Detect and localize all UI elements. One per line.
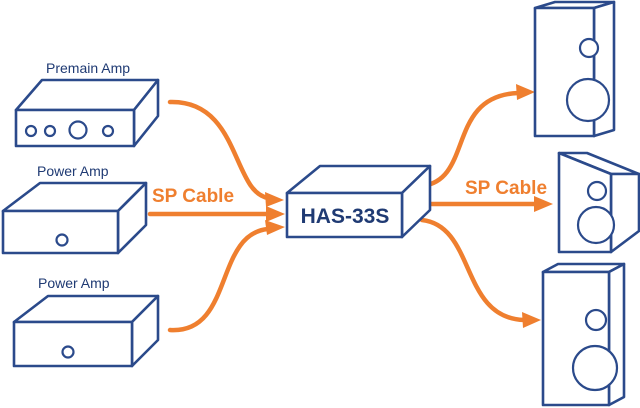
premain-knob-3-icon [68,120,88,140]
speaker-middle-side [609,172,640,254]
premain-amp: Premain Amp [14,60,160,148]
cable-hub-to-speaker-bottom [419,217,527,323]
speaker-top-woofer-icon [565,77,611,123]
cable-premain-to-hub [167,99,271,201]
has33s-label: HAS-33S [301,205,390,228]
speaker-middle-woofer-icon [576,205,616,245]
power-amp-1-label: Power Amp [37,163,109,179]
power-amp-1-knob-icon [55,233,69,247]
power-amp-1-front [1,209,120,255]
power-amp-2: Power Amp [12,275,160,368]
power-amp-1: Power Amp [1,163,148,255]
premain-knob-4-icon [101,124,115,138]
output-cable-label: SP Cable [465,178,547,199]
premain-knob-1-icon [24,124,38,138]
has33s-unit: HAS-33S [285,164,432,239]
arrowhead-power2 [265,220,285,235]
speaker-middle-tweeter-icon [586,180,608,202]
arrowhead-premain [265,192,284,207]
premain-knob-2-icon [43,124,57,138]
output-cables [419,84,553,328]
speaker-top-tweeter-icon [578,37,600,59]
has33s-front [285,191,404,239]
power-amp-2-label: Power Amp [38,275,110,291]
speaker-top [533,0,616,138]
power-amp-2-knob-icon [61,345,75,359]
speaker-middle [557,151,640,254]
arrowhead-speaker-top [516,84,535,100]
speaker-bottom-woofer-icon [571,344,619,392]
input-cable-label: SP Cable [152,186,234,207]
arrowhead-speaker-bottom [522,312,541,328]
speaker-bottom [541,262,626,407]
power-amp-2-front [12,320,134,368]
premain-amp-label: Premain Amp [46,60,130,76]
input-cables [147,99,285,333]
speaker-bottom-tweeter-icon [584,308,608,332]
arrowhead-speaker-middle [534,196,553,212]
arrowhead-power1 [266,206,285,222]
cable-power2-to-hub [167,226,271,333]
cable-hub-to-speaker-top [419,90,521,189]
